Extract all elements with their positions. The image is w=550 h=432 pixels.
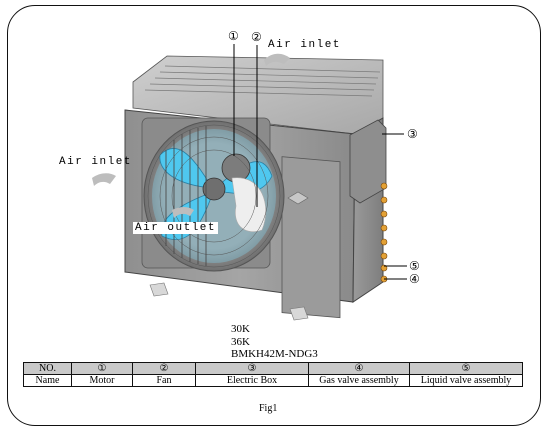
model-42k: BMKH42M-NDG3 <box>231 348 318 360</box>
table-cell: Electric Box <box>195 374 309 387</box>
top-vents <box>144 65 381 97</box>
leader-lines <box>233 44 407 280</box>
figure-caption: Fig1 <box>259 403 278 414</box>
table-header-cell: ② <box>132 362 196 375</box>
table-cell: Gas valve assembly <box>308 374 410 387</box>
table-header-row: NO. ① ② ③ ④ ⑤ <box>23 362 523 375</box>
callout-5: ⑤ <box>409 259 420 273</box>
table-cell: Motor <box>71 374 133 387</box>
model-36k: 36K <box>231 335 250 348</box>
table-header-cell: NO. <box>23 362 72 375</box>
figure-frame <box>7 5 541 426</box>
fan-hub <box>202 177 226 201</box>
air-inlet-left-label: Air inlet <box>59 156 132 168</box>
parts-table: NO. ① ② ③ ④ ⑤ Name Motor Fan Electric Bo… <box>23 362 523 387</box>
model-list: 30K 36K BMKH42M-NDG3 <box>231 323 318 361</box>
callout-3: ③ <box>407 127 418 141</box>
foot-right <box>289 306 309 321</box>
table-cell: Liquid valve assembly <box>409 374 523 387</box>
table-header-cell: ① <box>71 362 133 375</box>
table-header-cell: ⑤ <box>409 362 523 375</box>
valve-column <box>380 182 388 283</box>
callout-1: ① <box>228 29 239 43</box>
callout-2: ② <box>251 30 262 44</box>
inlet-arrow-top <box>264 53 290 66</box>
inlet-arrow-left <box>92 173 116 186</box>
grille-slats <box>165 126 207 266</box>
callout-4: ④ <box>409 272 420 286</box>
table-header-cell: ④ <box>308 362 410 375</box>
model-30k: 30K <box>231 323 250 335</box>
fan-grille <box>147 124 281 268</box>
outlet-arrow <box>172 207 194 218</box>
table-cell: Name <box>23 374 72 387</box>
air-inlet-top-label: Air inlet <box>268 39 341 51</box>
table-row: Name Motor Fan Electric Box Gas valve as… <box>23 374 523 387</box>
air-outlet-label: Air outlet <box>133 222 219 234</box>
foot-left <box>149 282 169 297</box>
table-header-cell: ③ <box>195 362 309 375</box>
electric-box-cover <box>349 119 387 204</box>
service-panel <box>281 156 341 319</box>
table-cell: Fan <box>132 374 196 387</box>
